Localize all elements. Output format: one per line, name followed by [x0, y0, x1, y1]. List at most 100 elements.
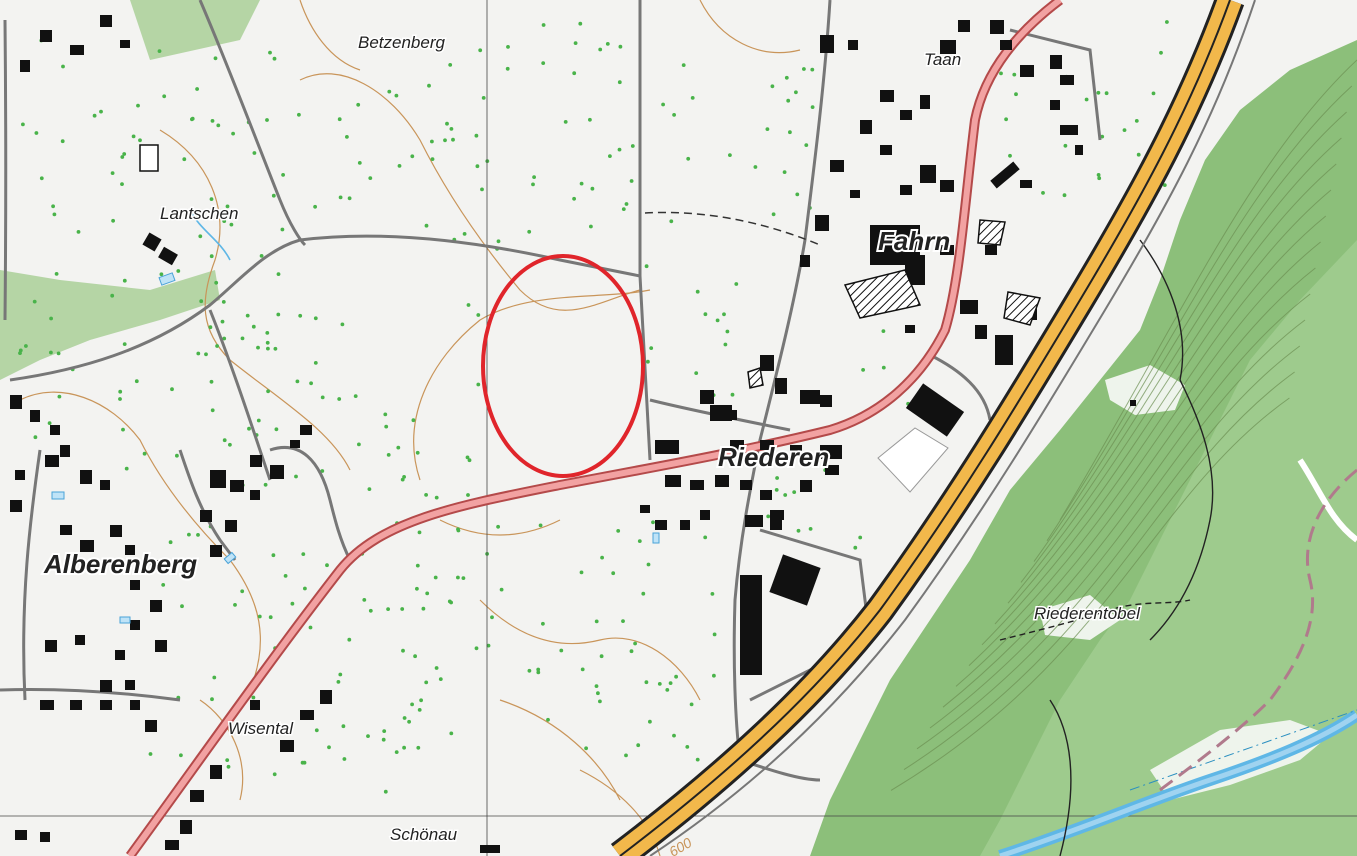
building [250, 700, 260, 710]
meadow-dot [268, 50, 272, 55]
meadow-dot [337, 117, 342, 122]
meadow-dot [92, 113, 97, 118]
meadow-dot [208, 325, 213, 330]
meadow-dot [259, 254, 264, 258]
meadow-dot [649, 346, 654, 350]
meadow-dot [531, 182, 535, 187]
motorway [610, 0, 1256, 856]
building [800, 390, 820, 404]
sports-field [877, 427, 949, 493]
meadow-dot [24, 344, 28, 348]
meadow-dot [598, 47, 603, 52]
meadow-dot [176, 269, 181, 273]
label-fahrn: Fahrn [878, 226, 950, 256]
meadow-dot [861, 368, 865, 372]
meadow-dot [449, 731, 454, 736]
building [1050, 100, 1060, 110]
meadow-dot [646, 359, 650, 364]
building [125, 680, 135, 690]
meadow-dot [410, 154, 415, 159]
meadow-dot [345, 135, 349, 139]
meadow-dot [180, 604, 184, 609]
meadow-dot [60, 139, 65, 144]
meadow-dot [196, 351, 201, 356]
meadow-dot [434, 495, 439, 500]
forest-contour [1059, 59, 1357, 521]
meadow-dot [689, 702, 694, 707]
meadow-dot [290, 601, 295, 606]
meadow-dot [336, 680, 341, 684]
meadow-dot [271, 193, 276, 198]
building [40, 832, 50, 842]
meadow-dot [300, 760, 305, 765]
label-riederentobel: Riederentobel [1034, 604, 1141, 623]
building [905, 383, 965, 437]
building [1060, 75, 1074, 85]
meadow-dot [1165, 20, 1169, 24]
label-alberenberg: Alberenberg [43, 549, 197, 579]
forest-paths [999, 239, 1214, 856]
building [115, 650, 125, 660]
meadow-dot [314, 728, 319, 733]
meadow-dot [273, 346, 278, 351]
meadow-dot [138, 138, 142, 143]
meadow-dot [424, 493, 428, 497]
meadow-dot [175, 453, 179, 458]
meadow-dot [617, 147, 622, 152]
highlight-ellipse-marker[interactable] [481, 254, 645, 478]
building [210, 545, 222, 557]
building [905, 255, 925, 285]
building [80, 540, 94, 552]
meadow-dot [425, 591, 430, 596]
meadow-dot [252, 151, 257, 155]
meadow-dot [231, 131, 236, 136]
meadow-dot [572, 71, 577, 76]
meadow-dot [415, 586, 419, 591]
meadow-dot [596, 691, 600, 696]
forest-contour [968, 241, 1321, 666]
meadow-dot [221, 300, 226, 304]
meadow-dot [251, 324, 256, 329]
meadow-dot [182, 157, 187, 162]
building [940, 245, 954, 255]
meadow-dot [159, 272, 164, 277]
meadow-dot [541, 621, 545, 626]
meadow-dot [265, 340, 270, 345]
meadow-dot [240, 589, 245, 594]
building [825, 465, 839, 475]
forest-contour [890, 397, 1290, 791]
meadow-dot [617, 80, 622, 85]
meadow-dot [251, 695, 256, 700]
meadow-dot [256, 345, 260, 350]
building [10, 395, 22, 409]
meadow-dot [187, 532, 191, 537]
meadow-dot [725, 329, 730, 334]
building [200, 510, 212, 522]
hiking-trail [1159, 468, 1357, 792]
building [230, 480, 244, 492]
meadow-dot [796, 528, 801, 533]
meadow-dot [786, 98, 791, 103]
meadow-dot [433, 575, 438, 580]
meadow-dot [580, 667, 585, 672]
meadow-dot [209, 197, 214, 202]
meadow-dot [32, 299, 37, 304]
meadow-dot [532, 175, 536, 180]
meadow-dot [633, 641, 637, 646]
building [740, 480, 752, 490]
meadow-dot [723, 342, 728, 347]
building [300, 710, 314, 720]
meadow-dot [1063, 143, 1068, 148]
meadow-dot [118, 389, 123, 394]
meadow-dot [808, 527, 813, 531]
forest-contour [916, 345, 1301, 750]
meadow-dot [337, 397, 342, 401]
label-wisental: Wisental [228, 719, 294, 738]
building [130, 620, 140, 630]
meadow-dot [527, 229, 532, 234]
meadow-dot [298, 313, 303, 318]
meadow-dot [196, 533, 200, 537]
place-labels: Betzenberg Taan Lantschen Fahrn Riederen… [41, 32, 1143, 856]
meadow-dot [411, 418, 416, 423]
